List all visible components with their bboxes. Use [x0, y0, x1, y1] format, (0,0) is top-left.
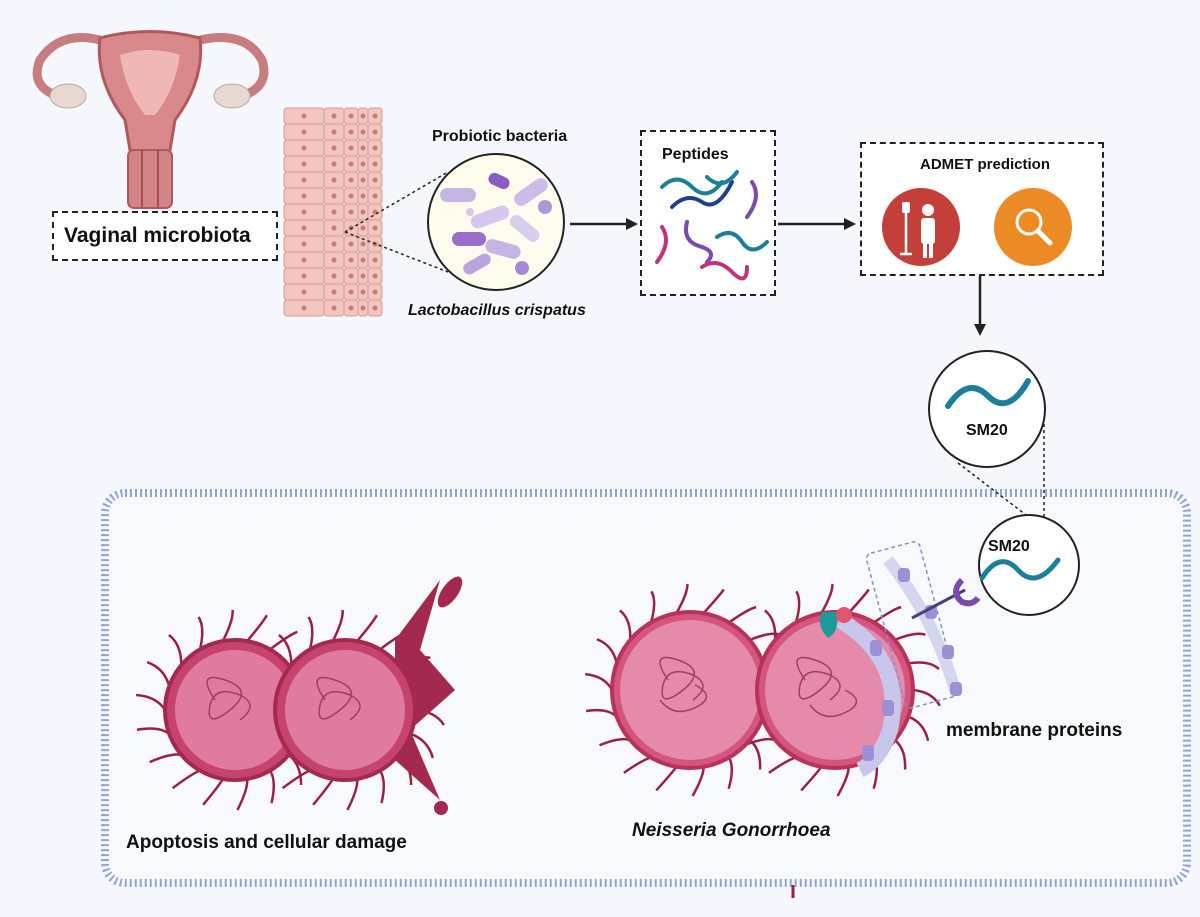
sm20-label: SM20 [966, 422, 1008, 439]
admet-box: ADMET prediction [860, 142, 1104, 276]
magnifier-icon [994, 188, 1072, 266]
neisseria-label: Neisseria Gonorrhoea [632, 820, 831, 841]
lactobacillus-label: Lactobacillus crispatus [408, 302, 586, 319]
peptides-box: Peptides [640, 130, 776, 296]
damaged-neisseria-cell [163, 576, 463, 815]
uterus-illustration [32, 30, 269, 209]
sm20-bound-peptide-icon [980, 557, 1061, 581]
probiotic-bacteria-circle [427, 153, 565, 291]
apoptosis-label: Apoptosis and cellular damage [126, 832, 407, 853]
probiotic-bacteria-label: Probiotic bacteria [432, 128, 568, 145]
membrane-proteins-label: membrane proteins [946, 720, 1123, 741]
sm20-binding-circle: SM20 [978, 514, 1080, 616]
epithelial-tissue [283, 107, 383, 317]
vaginal-microbiota-box: Vaginal microbiota [52, 211, 278, 261]
vaginal-microbiota-label: Vaginal microbiota [64, 224, 251, 247]
sm20-peptide-circle: SM20 [928, 350, 1046, 468]
neisseria-gonorrhoea-cell [610, 607, 915, 778]
sm20-peptide-icon [945, 378, 1031, 409]
peptide-chains [655, 170, 769, 281]
patient-iv-icon [882, 188, 960, 266]
zoom-lines [344, 171, 449, 273]
membrane-inset [865, 541, 981, 709]
sm20-bound-label: SM20 [988, 538, 1030, 555]
peptides-label: Peptides [662, 146, 729, 163]
admet-label: ADMET prediction [920, 156, 1050, 173]
